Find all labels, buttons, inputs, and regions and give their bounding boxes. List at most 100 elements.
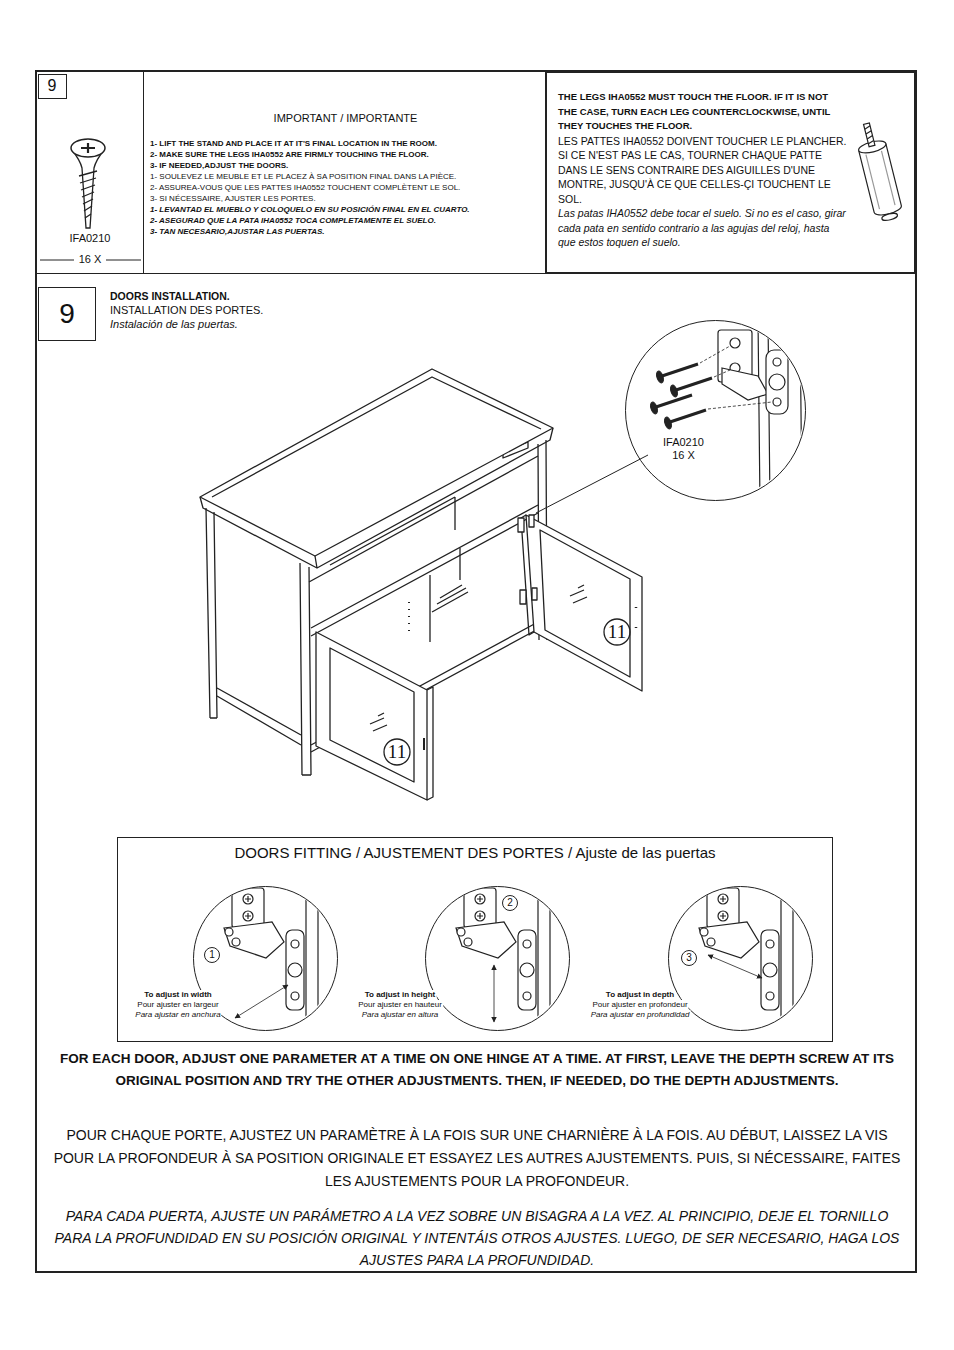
- note-heading: IMPORTANT / IMPORTANTE: [150, 112, 541, 125]
- instruction-cell: IMPORTANT / IMPORTANTE 1- LIFT THE STAND …: [143, 71, 546, 274]
- leg-icon: [859, 144, 903, 218]
- note-cell: THE LEGS IHA0552 MUST TOUCH THE FLOOR. I…: [545, 71, 916, 274]
- hinge-magnifier: [722, 368, 768, 400]
- instruction-text: PARA CADA PUERTA, AJUSTE UN PARÁMETRO A …: [50, 1205, 904, 1271]
- callout-number: 3: [681, 950, 697, 966]
- detail-circle: 3To adjust in depthPour ajuster en profo…: [668, 886, 813, 1031]
- caption: Para ajustar en altura: [361, 1010, 440, 1020]
- part-code: IFA0210: [37, 232, 143, 245]
- note-line: 2- ASSUREA-VOUS QUE LES PATTES IHA0552 T…: [150, 182, 541, 193]
- fitting-details: [699, 880, 793, 1040]
- cabinet-drawing: [604, 619, 630, 645]
- cabinet-drawing: [570, 585, 587, 603]
- caption: To adjust in depth: [605, 990, 675, 1000]
- cabinet-drawing: [635, 607, 638, 628]
- step-number-box: 9: [38, 287, 96, 341]
- cabinet-drawing: [408, 602, 410, 631]
- cabinet-drawing: [432, 585, 468, 612]
- fitting-details: [708, 955, 762, 978]
- note-line: 3- TAN NECESARIO,AJUSTAR LAS PUERTAS.: [150, 226, 541, 237]
- section-heading: INSTALLATION DES PORTES.: [110, 304, 263, 317]
- hinge-magnifier: [656, 364, 712, 422]
- hinge-magnifier: [669, 384, 678, 397]
- cabinet-drawing: [217, 688, 301, 745]
- cabinet-drawing: [532, 588, 537, 600]
- leg-icon: [853, 120, 904, 223]
- cabinet-drawing: [423, 738, 425, 750]
- detail-circle: 1To adjust in widthPour ajuster en large…: [193, 886, 338, 1031]
- screw-icon: [72, 150, 104, 228]
- cabinet-drawing: [540, 530, 630, 677]
- cabinet-drawing: [518, 518, 524, 532]
- caption: Para ajustar en anchura: [134, 1010, 221, 1020]
- fitting-details: [224, 880, 793, 1040]
- screw-icon: [71, 139, 105, 157]
- note-paragraph: LES PATTES IHA0552 DOIVENT TOUCHER LE PL…: [558, 134, 848, 207]
- screw-icon: [81, 143, 95, 153]
- instruction-text: POUR CHAQUE PORTE, AJUSTEZ UN PARAMÈTRE …: [50, 1124, 904, 1193]
- hinge-magnifier: [649, 318, 802, 505]
- hinge-magnifier: [700, 346, 772, 409]
- part-cell: IFA0210 16 X 9: [36, 71, 144, 274]
- cabinet-drawing: [316, 632, 427, 800]
- hinge-magnifier: [769, 374, 785, 390]
- cabinet-drawing: [370, 713, 387, 731]
- callout-number: 1: [204, 947, 220, 963]
- note-line: 1- LEVANTAD EL MUEBLO Y COLOQUELO EN SU …: [150, 204, 541, 215]
- leg-icon: [864, 126, 874, 144]
- callout-number: 2: [502, 895, 518, 911]
- hinge-magnifier: [649, 318, 802, 505]
- caption: To adjust in width: [143, 990, 212, 1000]
- note-line: 1- LIFT THE STAND AND PLACE IT AT IT'S F…: [150, 138, 541, 149]
- fitting-details: [235, 985, 288, 1018]
- note-paragraph: Las patas IHA0552 debe tocar el suelo. S…: [558, 206, 848, 250]
- cabinet-drawing: [526, 515, 642, 691]
- page-frame: [36, 71, 916, 1272]
- cabinet-drawing: [520, 590, 526, 604]
- quantity: 16 X: [37, 253, 143, 266]
- caption: To adjust in height: [364, 990, 437, 1000]
- cabinet-drawing: [200, 428, 553, 568]
- instruction-text: FOR EACH DOOR, ADJUST ONE PARAMETER AT A…: [50, 1048, 904, 1092]
- note-line: 3- IF NEEDED,ADJUST THE DOORS.: [150, 160, 541, 171]
- caption: Para ajustar en profundidad: [590, 1010, 691, 1020]
- quantity: 16 X: [626, 449, 741, 462]
- note-line: 2- ASEGURAD QUE LA PATA IHA0552 TOCA COM…: [150, 215, 541, 226]
- hinge-magnifier: [758, 318, 802, 505]
- leg-icon: [881, 212, 898, 222]
- callout-number: 11: [605, 620, 629, 644]
- callout-number: 11: [385, 740, 409, 764]
- screw-icon: [79, 171, 97, 218]
- panel-title: DOORS FITTING / AJUSTEMENT DES PORTES / …: [118, 844, 832, 862]
- cabinet-drawing: [200, 369, 648, 800]
- hinge-magnifier: [649, 401, 658, 414]
- hinge-magnifier: [773, 398, 781, 406]
- cabinet-drawing: [212, 377, 541, 497]
- hinge-magnifier: [655, 370, 664, 383]
- magnifier-circle: IFA021016 X: [625, 320, 806, 501]
- fitting-details: [494, 965, 495, 1022]
- section-heading: DOORS INSTALLATION.: [110, 290, 230, 303]
- cabinet-drawing: [536, 455, 648, 513]
- note-paragraph: THE LEGS IHA0552 MUST TOUCH THE FLOOR. I…: [558, 90, 848, 134]
- step-number: 9: [48, 77, 57, 95]
- fitting-details: [456, 880, 550, 1040]
- note-line: 2- MAKE SURE THE LEGS IHA0552 ARE FIRMLY…: [150, 149, 541, 160]
- step-number-box: 9: [38, 74, 67, 99]
- caption: Pour ajuster en largeur: [136, 1000, 219, 1010]
- part-code: IFA0210: [626, 436, 741, 449]
- hinge-magnifier: [773, 358, 781, 366]
- cabinet-drawing: [521, 515, 534, 635]
- cabinet-drawing: [529, 515, 534, 527]
- leg-icon: [864, 123, 875, 147]
- caption: Pour ajuster en hauteur: [357, 1000, 443, 1010]
- cabinet-drawing: [206, 508, 217, 718]
- caption: Pour ajuster en profondeur: [591, 1000, 688, 1010]
- cabinet-drawing: [427, 687, 433, 800]
- hinge-magnifier: [663, 416, 672, 429]
- hinge-magnifier: [766, 350, 788, 414]
- hinge-magnifier: [730, 338, 740, 348]
- cabinet-drawing: [330, 648, 414, 782]
- cabinet-drawing: [200, 369, 553, 556]
